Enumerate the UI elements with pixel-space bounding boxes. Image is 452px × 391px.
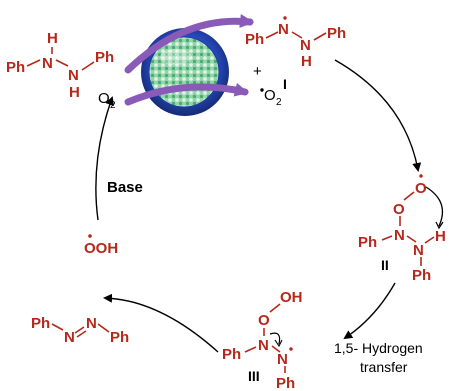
arrow-ooh-to-start bbox=[95, 96, 114, 221]
hydrogen-abstraction-arrow bbox=[425, 186, 443, 227]
cycle-arrows bbox=[95, 59, 422, 353]
atom-n: N bbox=[300, 37, 311, 54]
label-ii: II bbox=[381, 257, 389, 273]
atom-n: N bbox=[413, 242, 424, 259]
radical-dot bbox=[419, 174, 423, 178]
atom-ph: Ph bbox=[276, 375, 295, 391]
transfer-line-2: transfer bbox=[360, 359, 408, 375]
atom-ph: Ph bbox=[412, 267, 431, 284]
atom-n: N bbox=[86, 315, 97, 332]
atom-n: N bbox=[277, 351, 288, 368]
arrow-int3-to-azo bbox=[103, 293, 219, 353]
label-iii: III bbox=[248, 368, 260, 384]
oxygen-molecule: O 2 bbox=[98, 90, 116, 111]
atom-n: N bbox=[394, 227, 405, 244]
atom-n: N bbox=[42, 55, 53, 72]
atom-ph: Ph bbox=[358, 234, 377, 251]
atom-o: O bbox=[258, 312, 270, 329]
atom-ph: Ph bbox=[95, 49, 114, 66]
atom-n: N bbox=[64, 329, 75, 346]
atom-ph: Ph bbox=[327, 25, 346, 42]
svg-text:2: 2 bbox=[276, 97, 282, 108]
label-i: I bbox=[283, 76, 287, 92]
radical-dot bbox=[289, 347, 293, 351]
transfer-line-1: 1,5- Hydrogen bbox=[334, 340, 423, 356]
atom-h: H bbox=[69, 84, 80, 101]
atom-n: N bbox=[68, 67, 79, 84]
catalyst-swoosh-lower bbox=[124, 82, 249, 106]
atom-n: N bbox=[278, 21, 289, 38]
bond-cleavage-arrow bbox=[269, 332, 281, 345]
intermediate-iii: OH O N Ph N Ph III bbox=[222, 289, 303, 391]
atom-o: O bbox=[415, 180, 427, 197]
catalyst-particle bbox=[141, 28, 229, 116]
o2-symbol: O bbox=[264, 87, 276, 104]
ooh-label: OOH bbox=[84, 240, 118, 257]
hydroperoxyl-radical: OOH bbox=[84, 234, 118, 257]
intermediate-i: Ph N N H Ph I bbox=[245, 16, 346, 92]
plus-sign: + bbox=[253, 63, 262, 80]
radical-dot bbox=[88, 234, 92, 238]
radical-dot bbox=[283, 16, 287, 20]
arrow-int1-to-int2 bbox=[334, 59, 422, 172]
transfer-label: 1,5- Hydrogen transfer bbox=[334, 340, 423, 375]
o2-symbol: O bbox=[98, 90, 110, 107]
atom-ph: Ph bbox=[31, 315, 50, 332]
atom-h: H bbox=[435, 228, 446, 245]
azobenzene: Ph N N Ph bbox=[31, 315, 129, 346]
svg-text:2: 2 bbox=[110, 100, 116, 111]
arrow-int2-to-int3 bbox=[343, 282, 396, 340]
atom-h: H bbox=[301, 53, 312, 70]
atom-ph: Ph bbox=[110, 329, 129, 346]
atom-oh: OH bbox=[280, 289, 303, 306]
superoxide-radical: + O 2 bbox=[253, 63, 282, 108]
base-label: Base bbox=[107, 179, 143, 196]
catalyst-swoosh-upper bbox=[124, 13, 254, 74]
atom-ph: Ph bbox=[6, 59, 25, 76]
hydrazobenzene: Ph H N N H Ph bbox=[6, 30, 114, 101]
atom-ph: Ph bbox=[245, 31, 264, 48]
atom-ph: Ph bbox=[222, 346, 241, 363]
radical-dot bbox=[260, 88, 264, 92]
atom-h: H bbox=[47, 30, 58, 47]
atom-n: N bbox=[258, 337, 269, 354]
intermediate-ii: O O N Ph N H Ph II bbox=[358, 174, 446, 284]
atom-o: O bbox=[393, 201, 405, 218]
